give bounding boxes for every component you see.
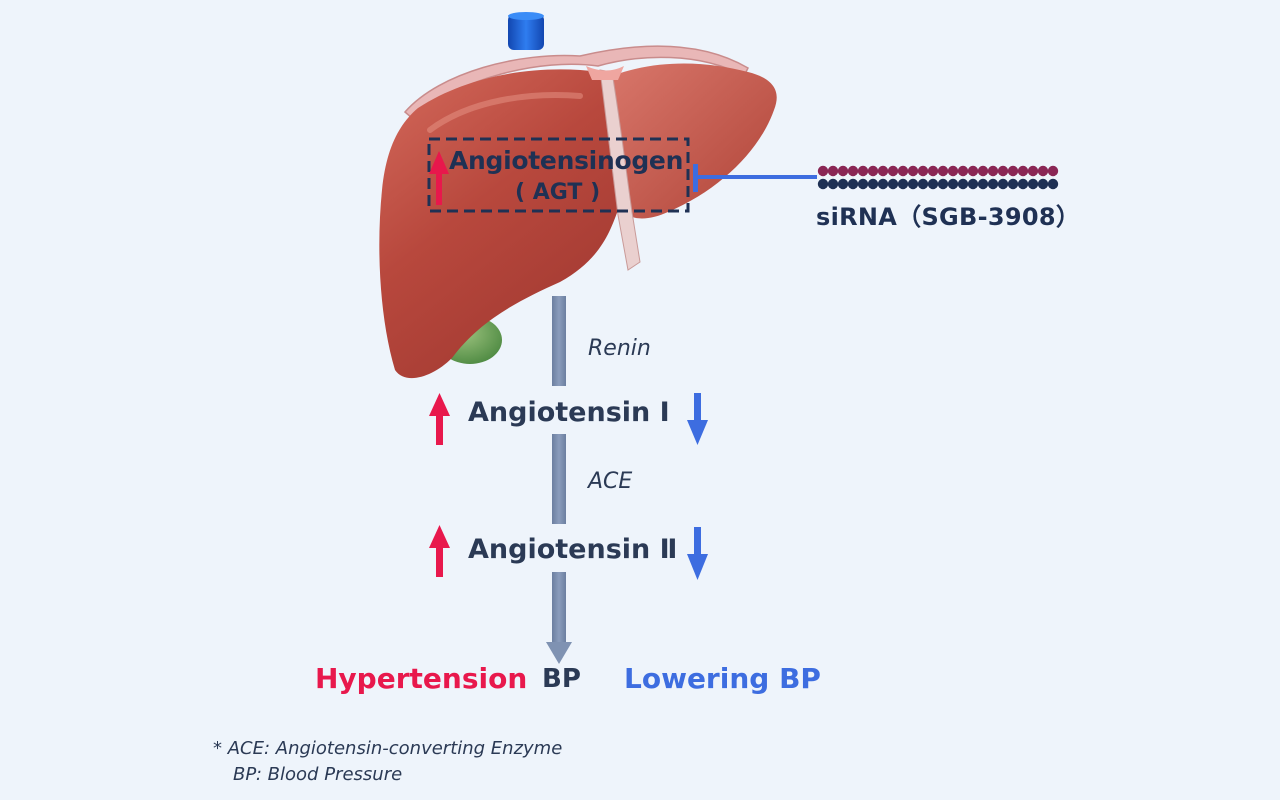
liver-illustration [379, 12, 777, 379]
agt-label: Angiotensinogen [449, 146, 684, 175]
angiotensin2-label: Angiotensin Ⅱ [468, 534, 678, 565]
sirna-antisense-bead [907, 178, 919, 190]
sirna-antisense-bead [1047, 178, 1059, 190]
sirna-antisense-bead [877, 178, 889, 190]
sirna-antisense-bead [847, 178, 859, 190]
pathway-shaft [546, 296, 572, 664]
vena-cava-top [508, 12, 544, 20]
sirna-antisense-bead [1027, 178, 1039, 190]
sirna-sense-bead [937, 165, 949, 177]
sirna-sense-bead [917, 165, 929, 177]
footnote-ace: * ACE: Angiotensin-converting Enzyme [213, 738, 563, 759]
sirna-antisense-bead [937, 178, 949, 190]
sirna-sense-bead [837, 165, 849, 177]
sirna-sense-bead [967, 165, 979, 177]
sirna-antisense-bead [837, 178, 849, 190]
agt-increase-arrow [429, 151, 449, 205]
sirna-sense-bead [867, 165, 879, 177]
sirna-antisense-bead [927, 178, 939, 190]
sirna-sense-bead [927, 165, 939, 177]
bp-label: BP [542, 664, 581, 694]
sirna-antisense-bead [987, 178, 999, 190]
sirna-antisense-bead [957, 178, 969, 190]
angiotensin2-decrease-arrow [687, 527, 708, 580]
sirna-sense-bead [877, 165, 889, 177]
sirna-antisense-bead [1037, 178, 1049, 190]
sirna-sense-bead [997, 165, 1009, 177]
ace-label: ACE [588, 469, 633, 494]
liver-highlight [427, 92, 583, 133]
liver-right-lobe [379, 69, 618, 379]
sirna-sense-bead [957, 165, 969, 177]
sirna-antisense-bead [887, 178, 899, 190]
sirna-antisense-bead [1007, 178, 1019, 190]
sirna-sense-bead [887, 165, 899, 177]
sirna-duplex [817, 165, 1059, 190]
sirna-sense-bead [817, 165, 829, 177]
sirna-sense-bead [1047, 165, 1059, 177]
sirna-sense-bead [1017, 165, 1029, 177]
sirna-antisense-bead [867, 178, 879, 190]
sirna-antisense-bead [997, 178, 1009, 190]
sirna-antisense-bead [857, 178, 869, 190]
sirna-antisense-bead [917, 178, 929, 190]
sirna-antisense-bead [977, 178, 989, 190]
sirna-sense-bead [857, 165, 869, 177]
sirna-sense-bead [987, 165, 999, 177]
angiotensin1-label: Angiotensin Ⅰ [468, 397, 670, 428]
sirna-sense-bead [1027, 165, 1039, 177]
liver-left-lobe [611, 63, 777, 219]
sirna-antisense-bead [1017, 178, 1029, 190]
sirna-sense-bead [1037, 165, 1049, 177]
sirna-sense-bead [847, 165, 859, 177]
sirna-antisense-bead [827, 178, 839, 190]
sirna-sense-bead [947, 165, 959, 177]
sirna-sense-bead [1007, 165, 1019, 177]
sirna-antisense-bead [947, 178, 959, 190]
angiotensin1-increase-arrow [429, 393, 450, 445]
sirna-label: siRNA（SGB-3908） [816, 203, 1081, 231]
lowering-bp-label: Lowering BP [624, 662, 821, 695]
sirna-inhibition-line [693, 164, 817, 192]
sirna-antisense-bead [817, 178, 829, 190]
renin-label: Renin [588, 336, 651, 361]
agt-target-box [427, 137, 690, 213]
hypertension-label: Hypertension [315, 662, 528, 695]
sirna-sense-bead [897, 165, 909, 177]
falciform-ligament [599, 69, 641, 271]
agt-abbrev-label: ( AGT ) [515, 180, 601, 205]
vena-cava-vessel [508, 14, 544, 50]
sirna-sense-bead [907, 165, 919, 177]
angiotensin1-decrease-arrow [687, 393, 708, 445]
footnote-bp: BP: Blood Pressure [233, 764, 403, 785]
sirna-antisense-bead [897, 178, 909, 190]
sirna-sense-bead [827, 165, 839, 177]
sirna-antisense-bead [967, 178, 979, 190]
sirna-sense-bead [977, 165, 989, 177]
ligament-knot [586, 66, 624, 80]
angiotensin2-increase-arrow [429, 525, 450, 577]
